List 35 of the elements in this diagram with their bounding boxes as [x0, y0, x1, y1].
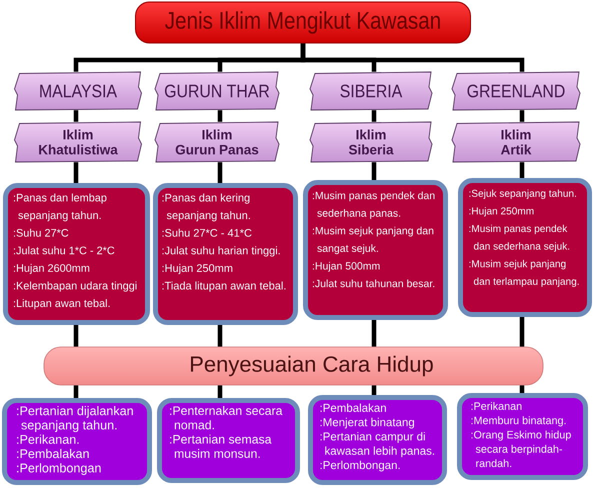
connector-line — [520, 110, 524, 122]
region-banner: GREENLAND — [452, 72, 580, 110]
lifestyle-box: :Pembalakan :Menjerat binatang :Pertanian campur di kawasan lebih panas. :Perlombongan. — [308, 395, 447, 485]
connector-line — [218, 385, 222, 398]
connector-line — [218, 325, 222, 347]
connector-line — [218, 110, 222, 122]
connector-line — [74, 162, 78, 183]
info-box: :Panas dan lembap sepanjang tahun. :Suhu 27*C :Julat suhu 1*C - 2*C :Hujan 2600mm :Kelembapan udara tinggi :Litupan awan tebal. — [3, 183, 150, 325]
connector-line — [520, 162, 524, 178]
climate-banner: Iklim Khatulistiwa — [14, 122, 142, 162]
connector-line — [372, 385, 376, 395]
region-banner: SIBERIA — [310, 72, 432, 110]
connector-line — [372, 110, 376, 122]
connector-line — [372, 320, 376, 347]
connector-line — [520, 317, 524, 347]
connector-line — [74, 385, 78, 398]
heading-bar: Penyesuaian Cara Hidup — [44, 346, 544, 386]
climate-banner: Iklim Siberia — [310, 122, 432, 162]
connector-line — [74, 110, 78, 122]
lifestyle-box: :Perikanan :Memburu binatang. :Orang Eskimo hidup secara berpindah-randah. — [457, 393, 588, 480]
climate-banner: Iklim Artik — [452, 122, 580, 162]
info-box: :Sejuk sepanjang tahun. :Hujan 250mm :Musim panas pendek dan sederhana sejuk. :Musim sejuk panjang dan terlampau panjang. — [458, 178, 592, 317]
connector-line — [372, 162, 376, 180]
climate-banner: Iklim Gurun Panas — [154, 122, 280, 162]
region-banner: MALAYSIA — [14, 72, 142, 110]
region-banner: GURUN THAR — [154, 72, 280, 110]
info-box: :Panas dan kering sepanjang tahun. :Suhu 27*C - 41*C :Julat suhu harian tinggi. :Hujan 250mm :Tiada litupan awan tebal. — [153, 183, 298, 325]
connector-line — [74, 325, 78, 347]
connector-line — [218, 162, 222, 183]
connector-line — [520, 385, 524, 393]
title-box: Jenis Iklim Mengikut Kawasan — [135, 2, 471, 44]
connector-line — [300, 44, 524, 72]
info-box: :Musim panas pendek dan sederhana panas. :Musim sejuk panjang dan sangat sejuk. :Hujan 500mm :Julat suhu tahunan besar. — [303, 180, 448, 320]
lifestyle-box: :Penternakan secara nomad. :Pertanian semasa musim monsun. — [157, 398, 300, 483]
lifestyle-box: :Pertanian dijalankan sepanjang tahun. :Perikanan. :Pembalakan :Perlombongan — [2, 398, 152, 485]
